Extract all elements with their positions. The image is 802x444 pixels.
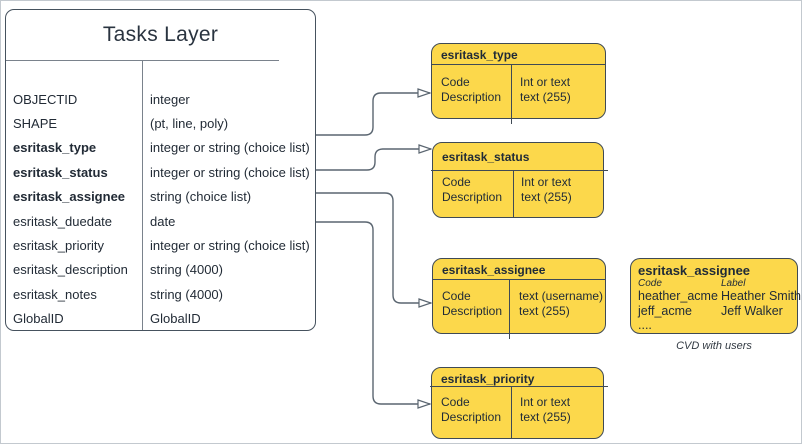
field-label: Description [442,304,503,318]
field-label: Description [442,190,503,204]
connector-priority [315,221,430,404]
table-title: Tasks Layer [102,23,219,46]
field-type: string (choice list) [150,189,252,205]
connector-type [316,93,430,136]
field-label: Code [442,289,471,303]
column-divider [509,279,510,339]
field-label: Code [441,395,470,409]
field-type: GlobalID [150,311,201,327]
cvd-label: Jeff Walker [721,303,783,318]
domain-types: Int or text text (255) [520,75,571,105]
cvd-title: esritask_assignee [638,263,751,278]
cvd-col-header-code: Code [638,278,662,289]
table-row: esritask_notes string (4000) [6,282,315,306]
table-row: esritask_priority integer or string (cho… [6,233,315,257]
cvd-code: heather_acme [638,289,718,303]
field-name: esritask_description [13,262,128,278]
domain-title: esritask_assignee [442,263,546,277]
cvd-code: jeff_acme [638,303,692,318]
table-row: SHAPE (pt, line, poly) [6,111,315,135]
table-row: esritask_type integer or string (choice … [6,136,315,160]
tasks-layer-table: Tasks Layer OBJECTID integer SHAPE (pt, … [5,9,316,331]
cvd-caption: CVD with users [676,340,752,352]
field-name: SHAPE [13,116,58,132]
domain-box-esritask-type: esritask_type Code Description Int or te… [431,43,606,124]
table-row: esritask_description string (4000) [6,258,315,282]
type-label: Int or text [520,75,571,89]
table-row: esritask_duedate date [6,209,315,233]
domain-box-esritask-priority: esritask_priority Code Description Int o… [430,367,608,439]
header-divider [430,386,608,387]
field-type: string (4000) [150,262,223,278]
field-name: esritask_duedate [13,213,113,229]
cvd-col-header-label: Label [721,278,746,289]
type-label: text (255) [519,304,570,318]
table-row: OBJECTID integer [6,87,315,111]
type-label: text (255) [521,190,572,204]
field-name: esritask_status [13,164,108,180]
column-divider [511,64,512,124]
field-name: esritask_type [13,140,97,156]
cvd-table: Code Label heather_acme Heather Smith je… [638,278,801,333]
connector-status [316,149,431,171]
field-rows: OBJECTID integer SHAPE (pt, line, poly) … [6,87,315,331]
cvd-label: Heather Smith [721,289,801,303]
domain-fields: Code Description [441,395,501,425]
table-row: esritask_assignee string (choice list) [6,185,315,209]
domain-title: esritask_priority [441,372,535,386]
header-divider [432,64,605,65]
type-label: Int or text [520,395,571,409]
type-label: text (username) [519,289,604,303]
table-row: GlobalID GlobalID [6,307,315,331]
cvd-ellipsis: .... [638,318,652,332]
column-divider [513,170,514,217]
field-type: integer [150,91,190,107]
field-type: integer or string (choice list) [150,238,310,254]
domain-box-esritask-assignee: esritask_assignee Code Description text … [432,258,606,339]
field-label: Description [441,90,502,104]
domain-types: text (username) text (255) [519,289,603,319]
domain-fields: Code Description [442,289,502,319]
field-type: string (4000) [150,286,223,302]
type-label: Int or text [521,175,572,189]
domain-box-esritask-status: esritask_status Code Description Int or … [431,142,608,218]
field-type: integer or string (choice list) [150,140,310,156]
type-label: text (255) [520,410,571,424]
field-name: esritask_priority [13,238,105,254]
field-label: Code [441,75,470,89]
header-divider [433,279,605,280]
field-type: date [150,213,176,229]
header-divider [431,170,608,171]
field-label: Code [442,175,471,189]
connector-assignee [315,192,431,303]
cvd-example-box: esritask_assignee Code Label heather_acm… [630,258,801,334]
domain-title: esritask_type [441,48,518,62]
domain-types: Int or text text (255) [520,395,571,425]
field-name: GlobalID [13,311,64,327]
table-row: esritask_status integer or string (choic… [6,160,315,184]
field-label: Description [441,410,502,424]
field-type: integer or string (choice list) [150,164,310,180]
domain-types: Int or text text (255) [521,175,572,205]
type-label: text (255) [520,90,571,104]
domain-title: esritask_status [442,150,530,164]
field-name: OBJECTID [13,91,78,107]
domain-fields: Code Description [442,175,502,205]
domain-fields: Code Description [441,75,501,105]
field-name: esritask_notes [13,286,97,302]
field-name: esritask_assignee [13,189,126,205]
column-divider [142,60,143,330]
column-divider [511,386,512,438]
field-type: (pt, line, poly) [150,116,229,132]
cvd-empty-cell [721,318,801,333]
